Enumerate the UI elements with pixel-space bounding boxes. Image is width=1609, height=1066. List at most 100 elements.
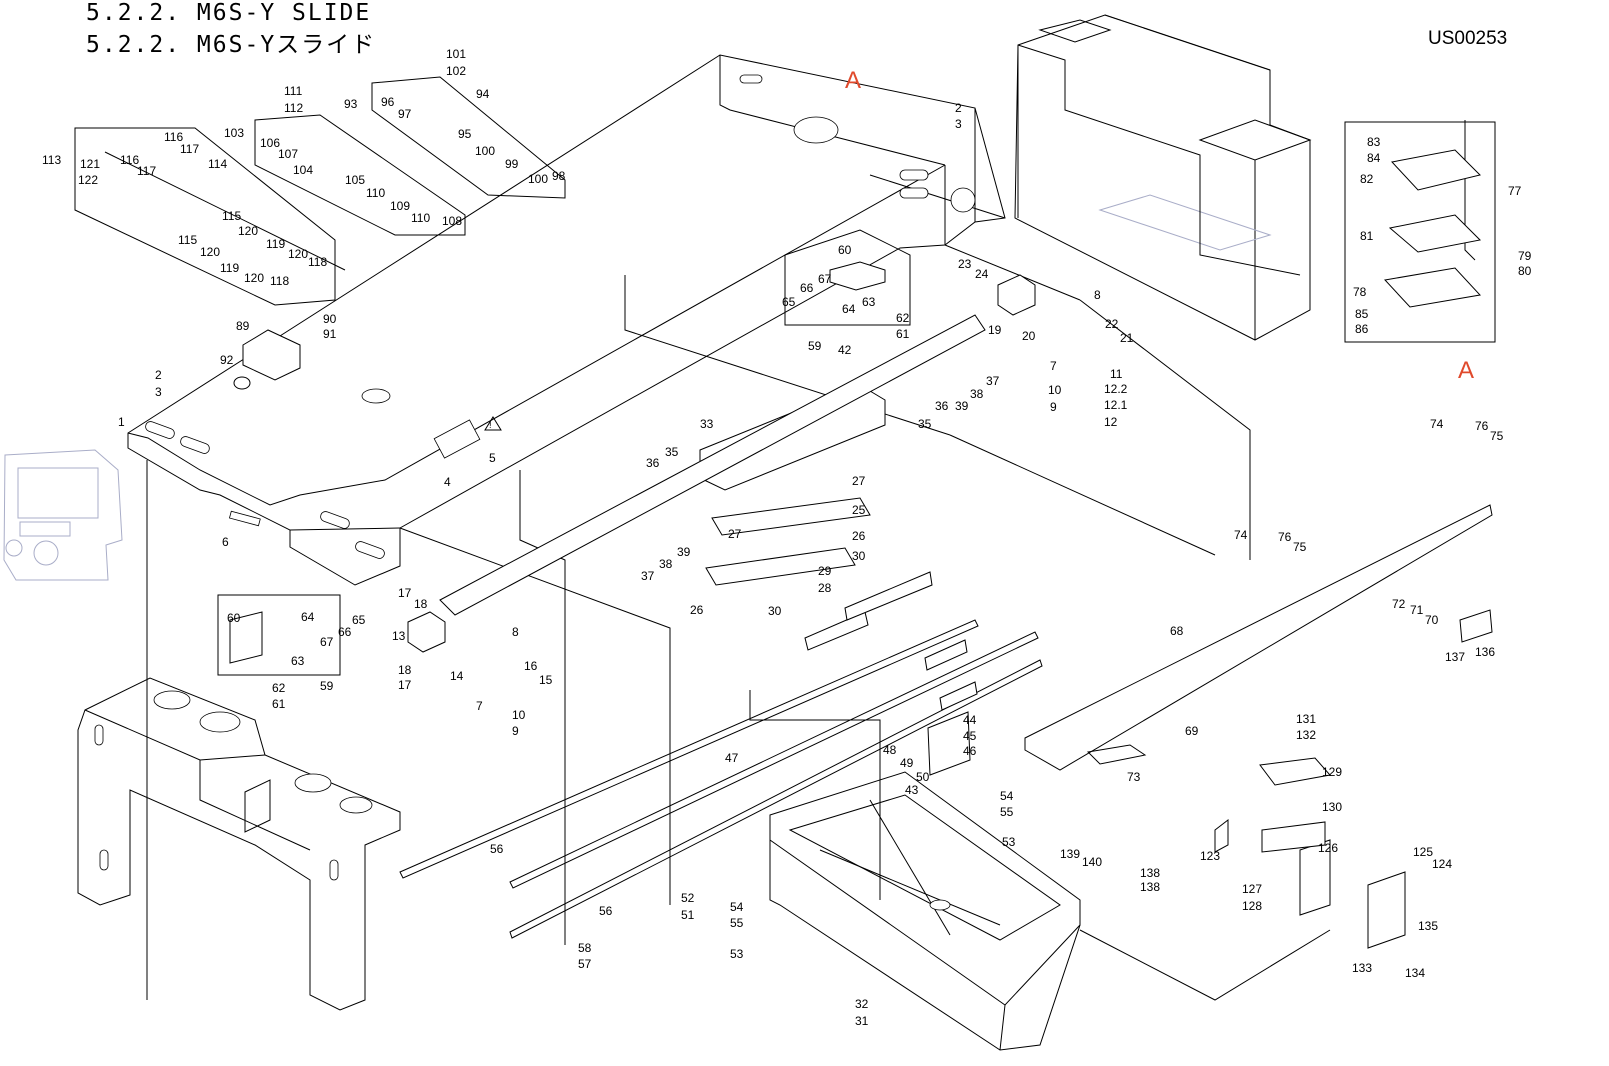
callout-label: 56 — [490, 842, 504, 856]
callout-label: 36 — [935, 399, 949, 413]
callout-label: 121 — [80, 157, 100, 171]
callout-label: 73 — [1127, 770, 1141, 784]
callout-label: 66 — [800, 281, 814, 295]
callout-label: 60 — [227, 611, 241, 625]
callout-label: 30 — [852, 549, 866, 563]
callout-label: 39 — [677, 545, 691, 559]
callout-label: 86 — [1355, 322, 1369, 336]
callout-label: 31 — [855, 1014, 869, 1028]
callout-label: 130 — [1322, 800, 1342, 814]
callout-label: 119 — [220, 261, 239, 275]
callout-label: 17 — [398, 678, 412, 692]
callout-label: 18 — [414, 597, 428, 611]
callout-label: 20 — [1022, 329, 1036, 343]
callout-label: 118 — [270, 274, 289, 288]
callout-label: 18 — [398, 663, 412, 677]
callout-label: 134 — [1405, 966, 1425, 980]
callout-label: 129 — [1322, 765, 1342, 779]
callout-label: 127 — [1242, 882, 1262, 896]
callout-label: 64 — [842, 302, 856, 316]
reference-marker-a-beam: A — [845, 67, 861, 94]
callout-label: 123 — [1200, 849, 1220, 863]
callout-label: 116 — [164, 130, 183, 144]
callout-label: 72 — [1392, 597, 1406, 611]
callout-label: 30 — [768, 604, 782, 618]
callout-label: 91 — [323, 327, 337, 341]
callout-label: 81 — [1360, 229, 1374, 243]
callout-label: 139 — [1060, 847, 1080, 861]
callout-label: 60 — [838, 243, 852, 257]
sub-assembly-frames — [74, 76, 1496, 676]
callout-label: 136 — [1475, 645, 1495, 659]
callout-label: 132 — [1296, 728, 1316, 742]
callout-label: 52 — [681, 891, 695, 905]
callout-label: 65 — [352, 613, 366, 627]
callout-label: 74 — [1234, 528, 1248, 542]
callout-label: 108 — [442, 214, 462, 228]
callout-label: 126 — [1318, 841, 1338, 855]
callout-label: 21 — [1120, 331, 1134, 345]
callout-label: 119 — [266, 237, 285, 251]
callout-label: 118 — [308, 255, 327, 269]
callout-label: 115 — [222, 209, 241, 223]
callout-label: 59 — [808, 339, 822, 353]
callout-label: 55 — [1000, 805, 1014, 819]
callout-label: 26 — [690, 603, 704, 617]
callout-label: 110 — [411, 211, 430, 225]
callout-label: 16 — [524, 659, 538, 673]
callout-label: 75 — [1490, 429, 1504, 443]
callout-label: 56 — [599, 904, 613, 918]
callout-label: 69 — [1185, 724, 1199, 738]
callout-label: 120 — [200, 245, 220, 259]
callout-label: 62 — [272, 681, 286, 695]
callout-label: 70 — [1425, 613, 1439, 627]
callout-label: 1 — [118, 415, 125, 429]
callout-label: 109 — [390, 199, 410, 213]
callout-label: 114 — [208, 157, 227, 171]
diagram-title-english: 5.2.2. M6S-Y SLIDE — [86, 0, 372, 26]
callout-label: 100 — [475, 144, 495, 158]
slide-base-frame — [769, 771, 1081, 1051]
callout-label: 53 — [1002, 835, 1016, 849]
linear-rails — [399, 619, 1043, 939]
callout-label: 35 — [918, 417, 932, 431]
callout-label: 49 — [900, 756, 914, 770]
callout-label: 33 — [700, 417, 714, 431]
callout-label: 14 — [450, 669, 464, 683]
callout-label: 96 — [381, 95, 395, 109]
callout-label: 32 — [855, 997, 869, 1011]
part-callouts: 101 102 93 94 96 97 95 100 99 100 98 111… — [42, 47, 1532, 1028]
callout-label: 38 — [970, 387, 984, 401]
hardware-parts — [229, 149, 1493, 949]
callout-label: 83 — [1367, 135, 1381, 149]
callout-label: 105 — [345, 173, 365, 187]
callout-label: 37 — [641, 569, 655, 583]
callout-label: 8 — [1094, 288, 1101, 302]
callout-label: 26 — [852, 529, 866, 543]
callout-label: 67 — [818, 272, 832, 286]
callout-label: 97 — [398, 107, 412, 121]
callout-label: 10 — [512, 708, 526, 722]
callout-label: 71 — [1410, 603, 1424, 617]
callout-label: 65 — [782, 295, 796, 309]
callout-label: 47 — [725, 751, 739, 765]
lower-base-frame — [77, 677, 401, 1011]
callout-label: 104 — [293, 163, 313, 177]
callout-label: 54 — [730, 900, 744, 914]
callout-label: 23 — [958, 257, 972, 271]
callout-label: 140 — [1082, 855, 1102, 869]
callout-label: 92 — [220, 353, 234, 367]
cable-duct-bar — [1024, 504, 1493, 771]
callout-label: 82 — [1360, 172, 1374, 186]
callout-label: 2 — [155, 368, 162, 382]
callout-label: 117 — [180, 142, 199, 156]
callout-label: 29 — [818, 564, 832, 578]
callout-label: 9 — [1050, 400, 1057, 414]
callout-label: 93 — [344, 97, 358, 111]
callout-label: 106 — [260, 136, 280, 150]
callout-label: 63 — [862, 295, 876, 309]
callout-label: 9 — [512, 724, 519, 738]
callout-label: 112 — [284, 101, 303, 115]
callout-label: 76 — [1475, 419, 1489, 433]
